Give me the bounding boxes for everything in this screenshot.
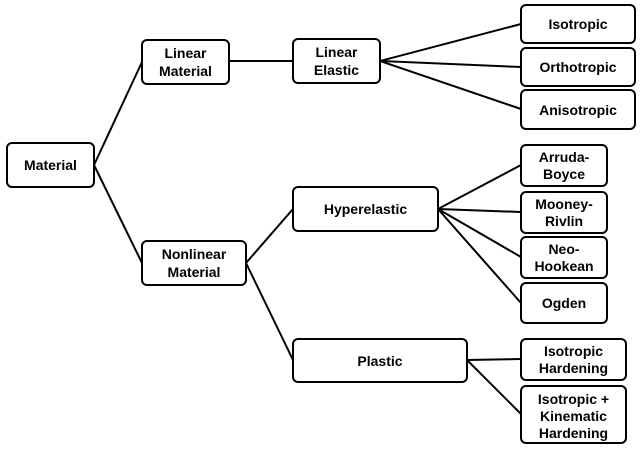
edge-plastic-to-isotropic-kinematic-hardening xyxy=(466,359,522,415)
edge-linear-elastic-to-isotropic xyxy=(379,23,522,62)
node-label: Hyperelastic xyxy=(324,201,407,217)
edge-nonlinear-material-to-hyperelastic xyxy=(245,208,294,264)
node-label: Ogden xyxy=(542,295,586,311)
node-label-line: Neo- xyxy=(548,241,579,257)
edge-hyperelastic-to-neo-hookean xyxy=(437,208,522,258)
node-label-line: Linear xyxy=(315,44,358,60)
node-label-line: Elastic xyxy=(314,62,359,78)
node-plastic: Plastic xyxy=(292,338,468,383)
node-label-line: Isotropic xyxy=(544,343,603,359)
node-mooney-rivlin: Mooney- Rivlin xyxy=(520,191,608,234)
node-label-line: Isotropic + xyxy=(538,391,609,407)
node-isotropic: Isotropic xyxy=(520,4,636,44)
node-label-line: Material xyxy=(159,63,212,79)
edge-plastic-to-isotropic-hardening xyxy=(466,358,522,361)
node-label: Orthotropic xyxy=(540,59,617,75)
node-label: Anisotropic xyxy=(539,102,617,118)
node-label-line: Kinematic xyxy=(540,408,607,424)
node-label: Plastic xyxy=(357,353,402,369)
node-linear-elastic: Linear Elastic xyxy=(292,38,381,84)
node-label-line: Rivlin xyxy=(545,213,583,229)
edge-linear-elastic-to-orthotropic xyxy=(379,60,522,68)
node-isotropic-kinematic-hardening: Isotropic + Kinematic Hardening xyxy=(520,385,627,444)
node-linear-material: Linear Material xyxy=(141,39,230,85)
node-neo-hookean: Neo- Hookean xyxy=(520,236,608,279)
node-label-line: Hookean xyxy=(534,258,593,274)
node-nonlinear-material: Nonlinear Material xyxy=(141,240,247,286)
node-label: Material xyxy=(24,157,77,173)
edge-linear-elastic-to-anisotropic xyxy=(379,60,522,110)
node-hyperelastic: Hyperelastic xyxy=(292,186,439,232)
node-ogden: Ogden xyxy=(520,282,608,324)
node-material: Material xyxy=(6,142,95,188)
node-label-line: Nonlinear xyxy=(162,246,227,262)
edge-hyperelastic-to-ogden xyxy=(437,208,522,304)
node-label-line: Hardening xyxy=(539,360,608,376)
edge-material-to-nonlinear-material xyxy=(93,164,143,264)
node-label-line: Boyce xyxy=(543,166,585,182)
node-label-line: Arruda- xyxy=(539,149,590,165)
edge-nonlinear-material-to-plastic xyxy=(245,262,294,361)
node-label-line: Linear xyxy=(164,45,207,61)
node-anisotropic: Anisotropic xyxy=(520,89,636,130)
node-orthotropic: Orthotropic xyxy=(520,47,636,87)
edge-hyperelastic-to-mooney-rivlin xyxy=(437,208,522,213)
edge-material-to-linear-material xyxy=(93,61,143,166)
node-isotropic-hardening: Isotropic Hardening xyxy=(520,338,627,381)
edge-hyperelastic-to-arruda-boyce xyxy=(437,164,522,210)
node-label: Isotropic xyxy=(548,16,607,32)
edges-layer xyxy=(93,23,522,415)
node-label-line: Hardening xyxy=(539,425,608,441)
node-arruda-boyce: Arruda- Boyce xyxy=(520,144,608,187)
node-label-line: Material xyxy=(168,264,221,280)
node-label-line: Mooney- xyxy=(535,196,593,212)
